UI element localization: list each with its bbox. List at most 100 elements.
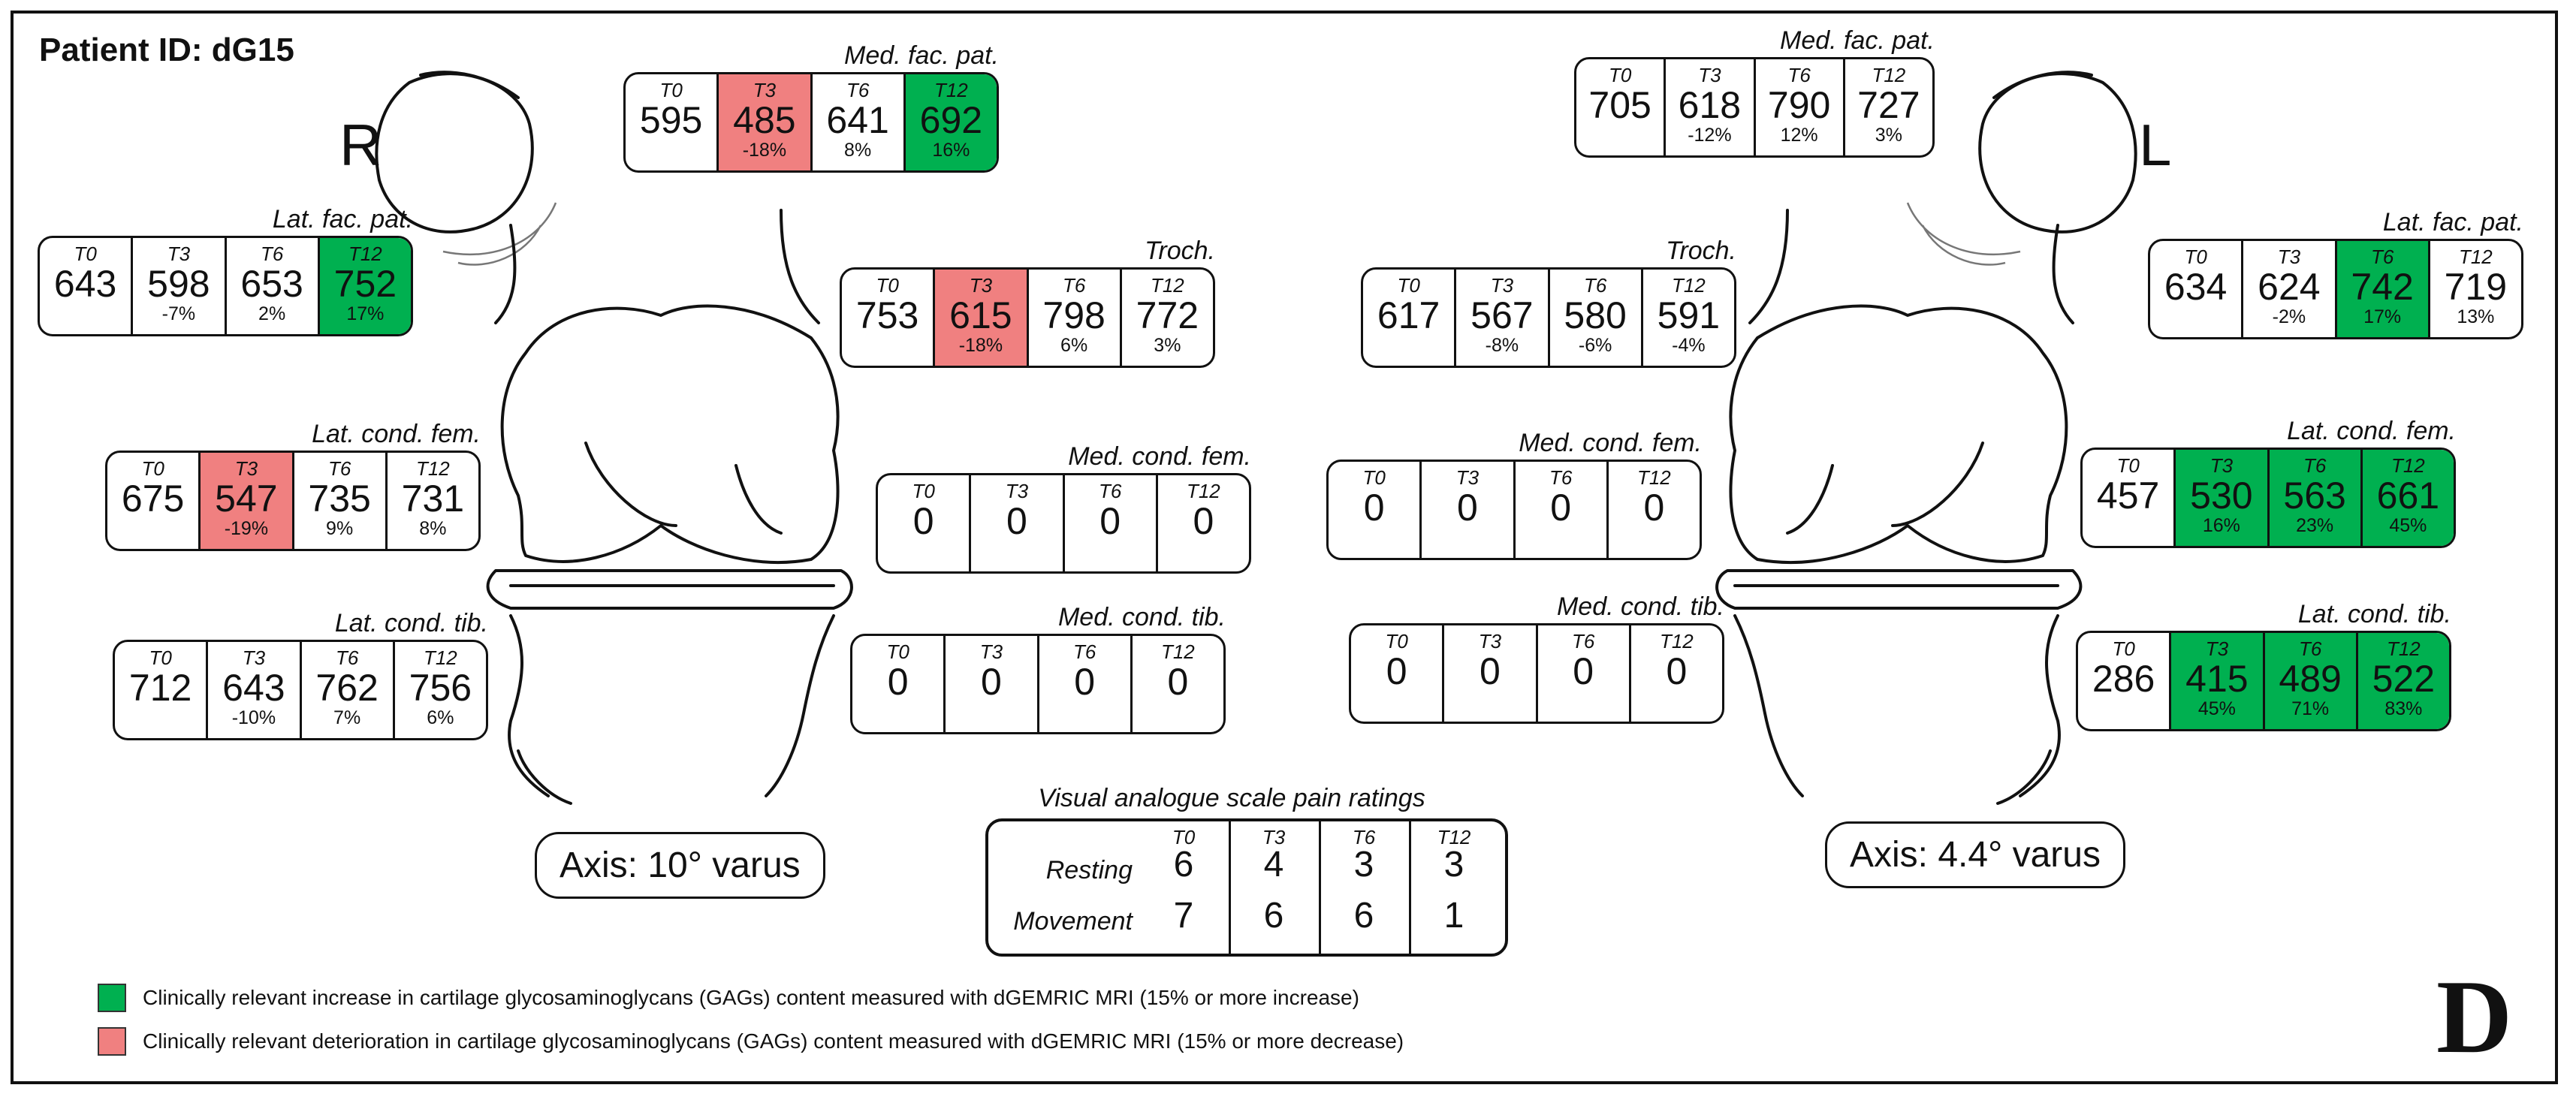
region-value: 0 bbox=[1193, 500, 1214, 542]
region-title: Med. cond. tib. bbox=[1057, 603, 1226, 631]
region-value: 643 bbox=[53, 263, 117, 305]
timepoint-label: T3 bbox=[1005, 480, 1029, 502]
region-value: 522 bbox=[2372, 658, 2436, 700]
percent-change: 16% bbox=[932, 140, 970, 161]
timepoint-label: T12 bbox=[1872, 64, 1906, 86]
vas-timepoint-label: T0 bbox=[1172, 826, 1196, 848]
region-value: 580 bbox=[1564, 294, 1627, 336]
timepoint-label: T6 bbox=[260, 243, 284, 265]
vas-divider bbox=[1229, 821, 1231, 954]
percent-change: -8% bbox=[1485, 335, 1519, 356]
timepoint-label: T3 bbox=[1698, 64, 1721, 86]
timepoint-label: T0 bbox=[886, 640, 909, 663]
region-value: 617 bbox=[1377, 294, 1440, 336]
region-value: 661 bbox=[2376, 475, 2440, 517]
region-value: 618 bbox=[1678, 84, 1742, 126]
region-value: 485 bbox=[733, 99, 796, 141]
region-title: Med. fac. pat. bbox=[844, 41, 999, 70]
timepoint-label: T3 bbox=[979, 640, 1003, 663]
region-value: 735 bbox=[308, 478, 371, 520]
timepoint-label: T12 bbox=[1160, 640, 1195, 663]
percent-change: 7% bbox=[333, 707, 361, 728]
vas-value: 7 bbox=[1173, 896, 1194, 936]
percent-change: 23% bbox=[2296, 515, 2334, 536]
timepoint-label: T6 bbox=[1098, 480, 1122, 502]
region-title: Lat. cond. fem. bbox=[2287, 417, 2456, 445]
region-value: 756 bbox=[409, 667, 472, 709]
timepoint-label: T3 bbox=[242, 646, 266, 669]
timepoint-label: T12 bbox=[934, 79, 968, 101]
timepoint-label: T12 bbox=[1671, 274, 1706, 297]
percent-change: 13% bbox=[2457, 306, 2495, 327]
region-value: 0 bbox=[912, 500, 934, 542]
percent-change: 83% bbox=[2384, 698, 2423, 719]
timepoint-label: T6 bbox=[1072, 640, 1096, 663]
percent-change: -4% bbox=[1672, 335, 1706, 356]
region-value: 692 bbox=[919, 99, 983, 141]
percent-change: 9% bbox=[326, 518, 354, 539]
region-value: 742 bbox=[2351, 266, 2414, 308]
percent-change: 16% bbox=[2202, 515, 2240, 536]
timepoint-label: T0 bbox=[141, 457, 164, 480]
region-value: 615 bbox=[949, 294, 1012, 336]
percent-change: -18% bbox=[958, 335, 1003, 356]
region-value: 530 bbox=[2190, 475, 2253, 517]
timepoint-label: T3 bbox=[167, 243, 191, 265]
timepoint-label: T6 bbox=[2370, 246, 2394, 268]
percent-change: 71% bbox=[2291, 698, 2330, 719]
percent-change: -10% bbox=[231, 707, 276, 728]
vas-title: Visual analogue scale pain ratings bbox=[1038, 784, 1425, 812]
vas-value: 3 bbox=[1443, 845, 1464, 884]
axis-right-label: Axis: 10° varus bbox=[535, 832, 825, 899]
region-value: 727 bbox=[1857, 84, 1920, 126]
region-value: 798 bbox=[1042, 294, 1106, 336]
percent-change: 6% bbox=[1060, 335, 1088, 356]
region-value: 0 bbox=[887, 661, 909, 703]
timepoint-label: T6 bbox=[846, 79, 870, 101]
timepoint-label: T12 bbox=[1636, 466, 1671, 489]
figure-frame bbox=[11, 11, 2558, 1084]
timepoint-label: T3 bbox=[2210, 454, 2234, 477]
timepoint-label: T6 bbox=[1787, 64, 1811, 86]
vas-value: 6 bbox=[1173, 845, 1194, 884]
region-value: 0 bbox=[1550, 487, 1572, 529]
red-swatch bbox=[98, 1027, 126, 1056]
timepoint-label: T12 bbox=[2390, 454, 2425, 477]
region-value: 0 bbox=[1479, 650, 1501, 692]
